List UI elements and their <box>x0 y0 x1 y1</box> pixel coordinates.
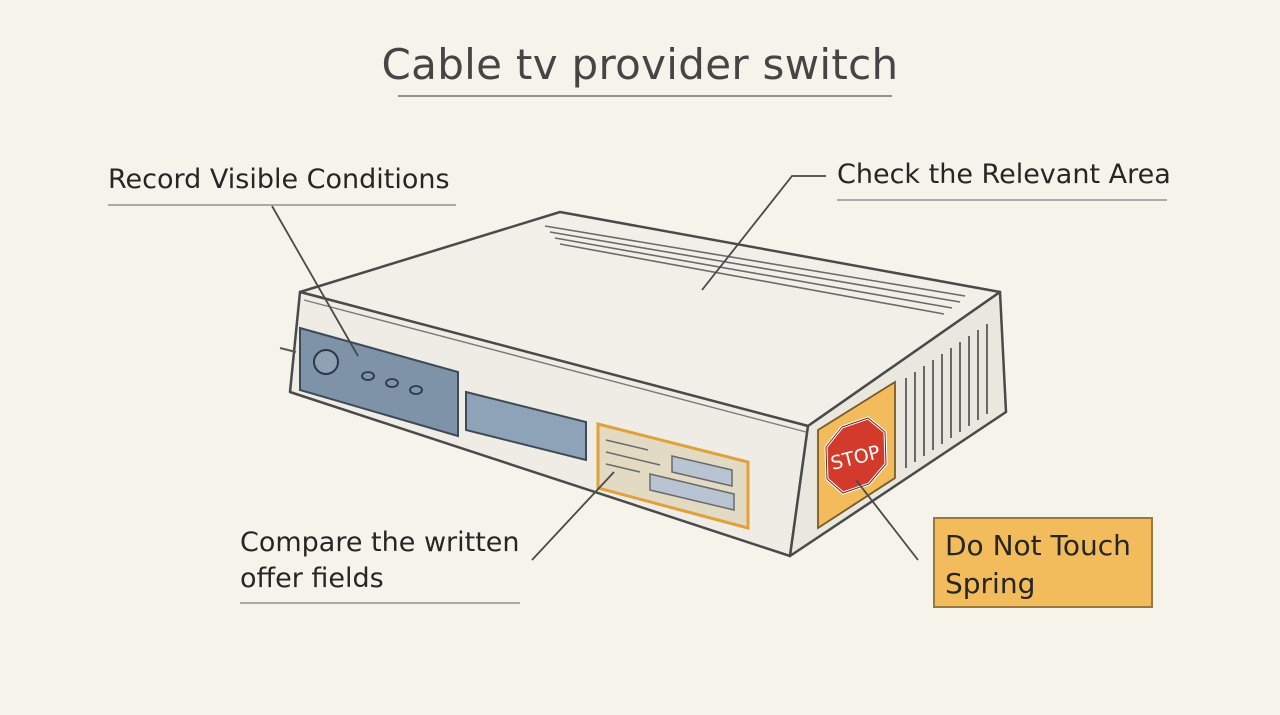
leader-line-record <box>271 205 359 357</box>
underline-compare <box>240 602 520 604</box>
front-control-panel <box>299 326 459 438</box>
top-vent-lines <box>544 225 966 315</box>
warning-line2: Spring <box>945 567 1036 600</box>
underline-record <box>108 204 456 206</box>
leader-line-compare <box>531 471 615 561</box>
power-button-icon <box>313 349 339 375</box>
label-check-relevant-area: Check the Relevant Area <box>837 159 1171 190</box>
indicator-light-icon <box>409 385 423 395</box>
side-vent-grille <box>905 324 988 468</box>
offer-card-lines <box>605 439 735 511</box>
warning-callout-box: Do Not Touch Spring <box>933 517 1153 608</box>
leader-line-warning <box>855 479 919 561</box>
indicator-light-icon <box>361 371 375 381</box>
leader-line-check <box>701 175 826 291</box>
label-compare-line2: offer fields <box>240 563 384 594</box>
diagram-title: Cable tv provider switch <box>381 40 899 89</box>
display-window <box>465 390 587 462</box>
warning-line1: Do Not Touch <box>945 529 1131 562</box>
label-record-visible-conditions: Record Visible Conditions <box>108 164 450 195</box>
indicator-light-icon <box>385 378 399 388</box>
label-compare-line1: Compare the written <box>240 527 520 558</box>
underline-check <box>837 199 1167 201</box>
title-underline <box>398 95 892 97</box>
